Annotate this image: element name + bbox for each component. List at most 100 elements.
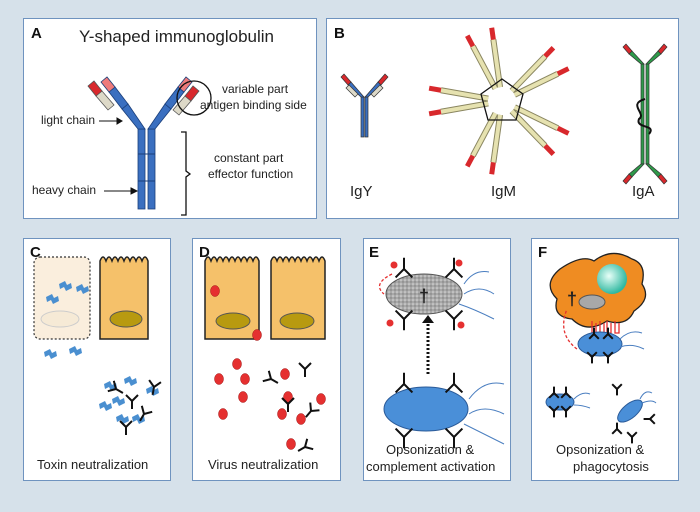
panel-e: E † Opsonization & complement activation (363, 238, 511, 481)
panel-label: C (30, 244, 41, 261)
igy-antibody (340, 73, 389, 138)
antibody (611, 383, 623, 396)
caption: Toxin neutralization (37, 457, 149, 472)
complement-protein (457, 321, 465, 329)
immunoglobulin-diagram (87, 76, 212, 216)
virus (277, 408, 287, 420)
virus (252, 329, 262, 341)
antibody (444, 257, 464, 279)
antibody (262, 370, 279, 384)
label-igy: IgY (350, 183, 373, 200)
panel-f: F † Opsonization & phagocytosis (531, 238, 679, 481)
panel-label: D (199, 244, 210, 261)
virus (210, 285, 220, 297)
phagocytosis-arrow (563, 308, 578, 350)
antibody (139, 405, 153, 422)
bacterium-small-1 (545, 393, 575, 411)
antibody (119, 420, 133, 435)
toxin (99, 401, 112, 411)
caption-line-1: Opsonization & (556, 442, 645, 457)
toxin (59, 281, 72, 291)
healthy-nucleus (109, 310, 143, 328)
light-chain-arrow (99, 117, 123, 125)
virus (232, 358, 242, 370)
antibody (560, 386, 572, 399)
virus (296, 413, 306, 425)
toxin (116, 414, 129, 424)
antibody (394, 257, 414, 279)
toxin (69, 346, 82, 356)
antibody (588, 327, 600, 340)
virus (280, 368, 290, 380)
antibody (444, 372, 464, 394)
death-symbol: † (567, 289, 578, 309)
dead-bacterium (385, 273, 463, 315)
bacterium (383, 386, 469, 432)
antibody (394, 427, 414, 449)
panel-b: B IgY IgM IgA (326, 18, 679, 219)
antibody (125, 394, 139, 409)
panel-label: A (31, 25, 42, 42)
toxin (124, 376, 137, 386)
iga-dimer (622, 43, 668, 185)
label-igm: IgM (491, 183, 517, 200)
antibody (611, 422, 623, 435)
caption-line-2: complement activation (366, 459, 496, 474)
antibodies (107, 379, 162, 435)
toxin (112, 396, 125, 406)
constant-bracket (181, 131, 192, 216)
light-chain-right (172, 85, 200, 116)
virus (286, 438, 296, 450)
bacterium-small-2 (617, 399, 643, 423)
caption-line-1: Opsonization & (386, 442, 475, 457)
antibody (626, 431, 638, 444)
antibody (602, 351, 614, 364)
heavy-chain-left (100, 76, 146, 210)
j-chain-pentagon (480, 78, 524, 121)
label-iga: IgA (632, 183, 655, 200)
panel-label: B (334, 25, 345, 42)
virus-neutralization-diagram (204, 256, 326, 452)
variable-region-circle (176, 80, 212, 116)
virus (214, 373, 224, 385)
toxin-neutralization-diagram (33, 256, 162, 435)
death-symbol: † (419, 286, 430, 306)
antibody (394, 309, 414, 331)
antibody (586, 351, 598, 364)
antibody (297, 438, 314, 452)
macrophage-nucleus (597, 264, 627, 294)
toxin (44, 349, 57, 359)
antibody (305, 402, 320, 418)
virus (316, 393, 326, 405)
antibody (444, 309, 464, 331)
complement-protein (455, 259, 463, 267)
panel-label: E (369, 244, 380, 261)
virus (218, 408, 228, 420)
antibody (148, 379, 162, 396)
light-chain-left (87, 80, 115, 111)
complement-protein (390, 261, 398, 269)
complement-arrow (378, 273, 393, 295)
label-antigen-binding: antigen binding side (200, 98, 307, 112)
antibody (281, 397, 295, 412)
panel-label: F (538, 244, 548, 261)
virus (240, 373, 250, 385)
j-chain (636, 98, 652, 135)
caption: Virus neutralization (208, 457, 319, 472)
heavy-chain-arrow (104, 187, 139, 195)
complement-diagram (378, 257, 505, 449)
panel-a: A Y-shaped immunoglobulin light (23, 18, 317, 219)
panel-c: C Toxin neutralization (23, 238, 171, 481)
virus (283, 391, 293, 403)
antibodies (262, 362, 320, 452)
engulfed-bacterium (578, 294, 606, 310)
panel-d: D Virus neutralization (192, 238, 341, 481)
label-constant-part: constant part (214, 151, 284, 165)
virus (238, 391, 248, 403)
virus-particles (210, 285, 326, 450)
antibody (444, 427, 464, 449)
igm-pentamer (428, 27, 570, 175)
damaged-nucleus (40, 310, 80, 328)
antibody (560, 405, 572, 418)
antibody (548, 405, 560, 418)
